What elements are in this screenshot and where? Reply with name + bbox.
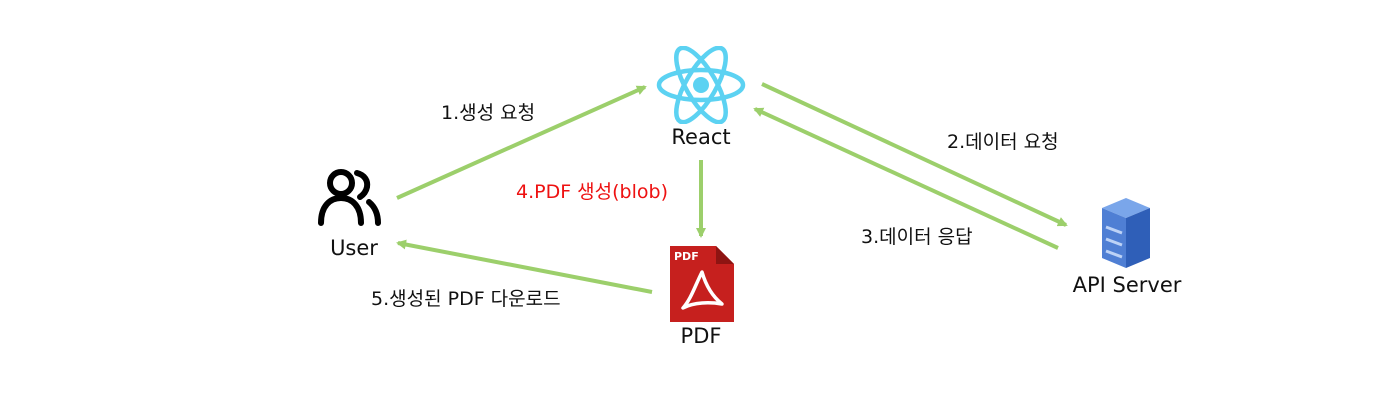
edge-label-pdf-generate: 4.PDF 생성(blob)	[516, 181, 668, 203]
react-label: React	[671, 125, 731, 149]
arrow-user-to-react	[396, 85, 647, 200]
arrow-api-to-react	[753, 107, 1059, 250]
react-atom-icon	[656, 46, 746, 124]
user-label: User	[330, 236, 378, 260]
edge-label-download: 5.생성된 PDF 다운로드	[371, 288, 561, 310]
user-group-icon	[318, 169, 381, 226]
server-icon	[1102, 198, 1150, 268]
edge-label-data-request: 2.데이터 요청	[947, 131, 1059, 153]
pdf-badge: PDF	[674, 250, 699, 263]
api-server-label: API Server	[1072, 273, 1182, 297]
pdf-file-icon: PDF	[670, 246, 734, 322]
arrow-pdf-to-user	[396, 239, 653, 294]
edge-label-create-request: 1.생성 요청	[441, 102, 536, 124]
arrow-react-to-api	[761, 82, 1068, 227]
edge-label-data-response: 3.데이터 응답	[861, 226, 973, 248]
pdf-label: PDF	[680, 324, 722, 348]
